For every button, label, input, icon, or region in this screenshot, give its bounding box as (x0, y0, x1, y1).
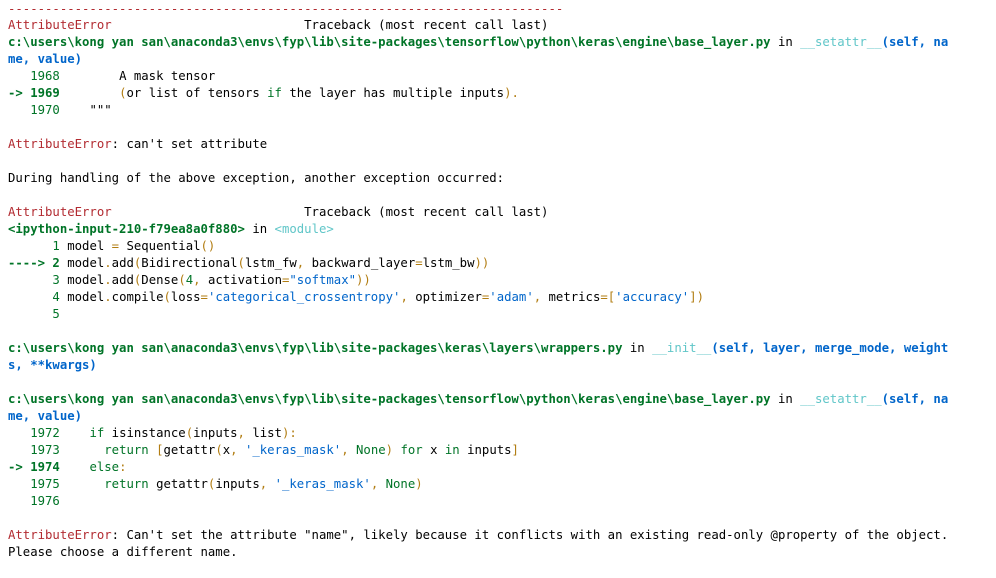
file-location-2: <ipython-input-210-f79ea8a0f880> in <mod… (8, 221, 334, 238)
error-name: AttributeError (8, 18, 112, 32)
function-args-wrap: s, **kwargs) (8, 358, 97, 372)
line-number: 1 (52, 239, 60, 253)
error-message-1: AttributeError: can't set attribute (8, 136, 267, 153)
error-text: : can't set attribute (111, 137, 268, 151)
current-line-arrow: ----> (8, 256, 53, 270)
error-name: AttributeError (8, 528, 112, 542)
function-args-wrap: me, value) (8, 409, 83, 423)
function-args: (self, na (881, 35, 949, 49)
in-word: in (622, 341, 653, 355)
error-text: : Can't set the attribute "name", likely… (111, 528, 949, 542)
traceback-header-2: AttributeError Traceback (most recent ca… (8, 204, 548, 221)
function-args: (self, na (881, 392, 949, 406)
code-line: 1972 if isinstance(inputs, list): (30, 426, 297, 440)
final-error-message: AttributeError: Can't set the attribute … (8, 527, 948, 544)
line-number: 1969 (30, 86, 60, 100)
file-location-3: c:\users\kong yan san\anaconda3\envs\fyp… (8, 340, 948, 357)
line-number: 1970 (30, 103, 60, 117)
line-number: 2 (52, 256, 60, 270)
separator-line: ----------------------------------------… (8, 2, 564, 16)
traceback-label: Traceback (most recent call last) (111, 205, 549, 219)
source-name: <ipython-input-210-f79ea8a0f880> (8, 222, 245, 236)
line-number: 1975 (30, 477, 60, 491)
line-number: 5 (52, 307, 60, 321)
code-line: 5 (8, 306, 60, 323)
code-line: 1976 (8, 493, 60, 510)
file-location-1: c:\users\kong yan san\anaconda3\envs\fyp… (8, 34, 948, 51)
code-line: 4 model.compile(loss='categorical_crosse… (52, 290, 705, 304)
line-number: 1974 (30, 460, 60, 474)
code-line: 3 model.add(Dense(4, activation="softmax… (52, 273, 371, 287)
function-args-wrap: me, value) (8, 52, 83, 66)
final-error-message-line2: Please choose a different name. (8, 545, 238, 559)
file-path: c:\users\kong yan san\anaconda3\envs\fyp… (8, 341, 623, 355)
file-path: c:\users\kong yan san\anaconda3\envs\fyp… (8, 35, 771, 49)
current-line-arrow: -> (8, 86, 31, 100)
line-number: 1968 (30, 69, 60, 83)
code-line-current: ----> 2 model.add(Bidirectional(lstm_fw,… (8, 256, 490, 270)
code-line: 1 model = Sequential() (52, 239, 216, 253)
line-number: 1976 (30, 494, 60, 508)
line-number: 1973 (30, 443, 60, 457)
current-line-arrow: -> (8, 460, 31, 474)
code-line-current: -> 1974 else: (8, 460, 127, 474)
error-name: AttributeError (8, 137, 112, 151)
code-line-current: -> 1969 (or list of tensors if the layer… (8, 86, 519, 100)
code-line: 1973 return [getattr(x, '_keras_mask', N… (30, 443, 519, 457)
traceback-header-1: AttributeError Traceback (most recent ca… (8, 17, 548, 34)
file-path: c:\users\kong yan san\anaconda3\envs\fyp… (8, 392, 771, 406)
traceback-label: Traceback (most recent call last) (111, 18, 549, 32)
code-line: 1975 return getattr(inputs, '_keras_mask… (30, 477, 423, 491)
function-name: __setattr__ (800, 392, 882, 406)
line-number: 3 (52, 273, 60, 287)
function-name: __init__ (652, 341, 712, 355)
error-name: AttributeError (8, 205, 112, 219)
line-number: 4 (52, 290, 60, 304)
in-word: in (770, 35, 801, 49)
code-line: 1970 """ (30, 103, 112, 117)
in-word: in (244, 222, 275, 236)
code-line: 1968 A mask tensor (30, 69, 216, 83)
line-number: 1972 (30, 426, 60, 440)
function-name: __setattr__ (800, 35, 882, 49)
file-location-4: c:\users\kong yan san\anaconda3\envs\fyp… (8, 391, 948, 408)
handling-message: During handling of the above exception, … (8, 171, 505, 185)
function-args: (self, layer, merge_mode, weight (711, 341, 949, 355)
module-name: <module> (274, 222, 334, 236)
in-word: in (770, 392, 801, 406)
